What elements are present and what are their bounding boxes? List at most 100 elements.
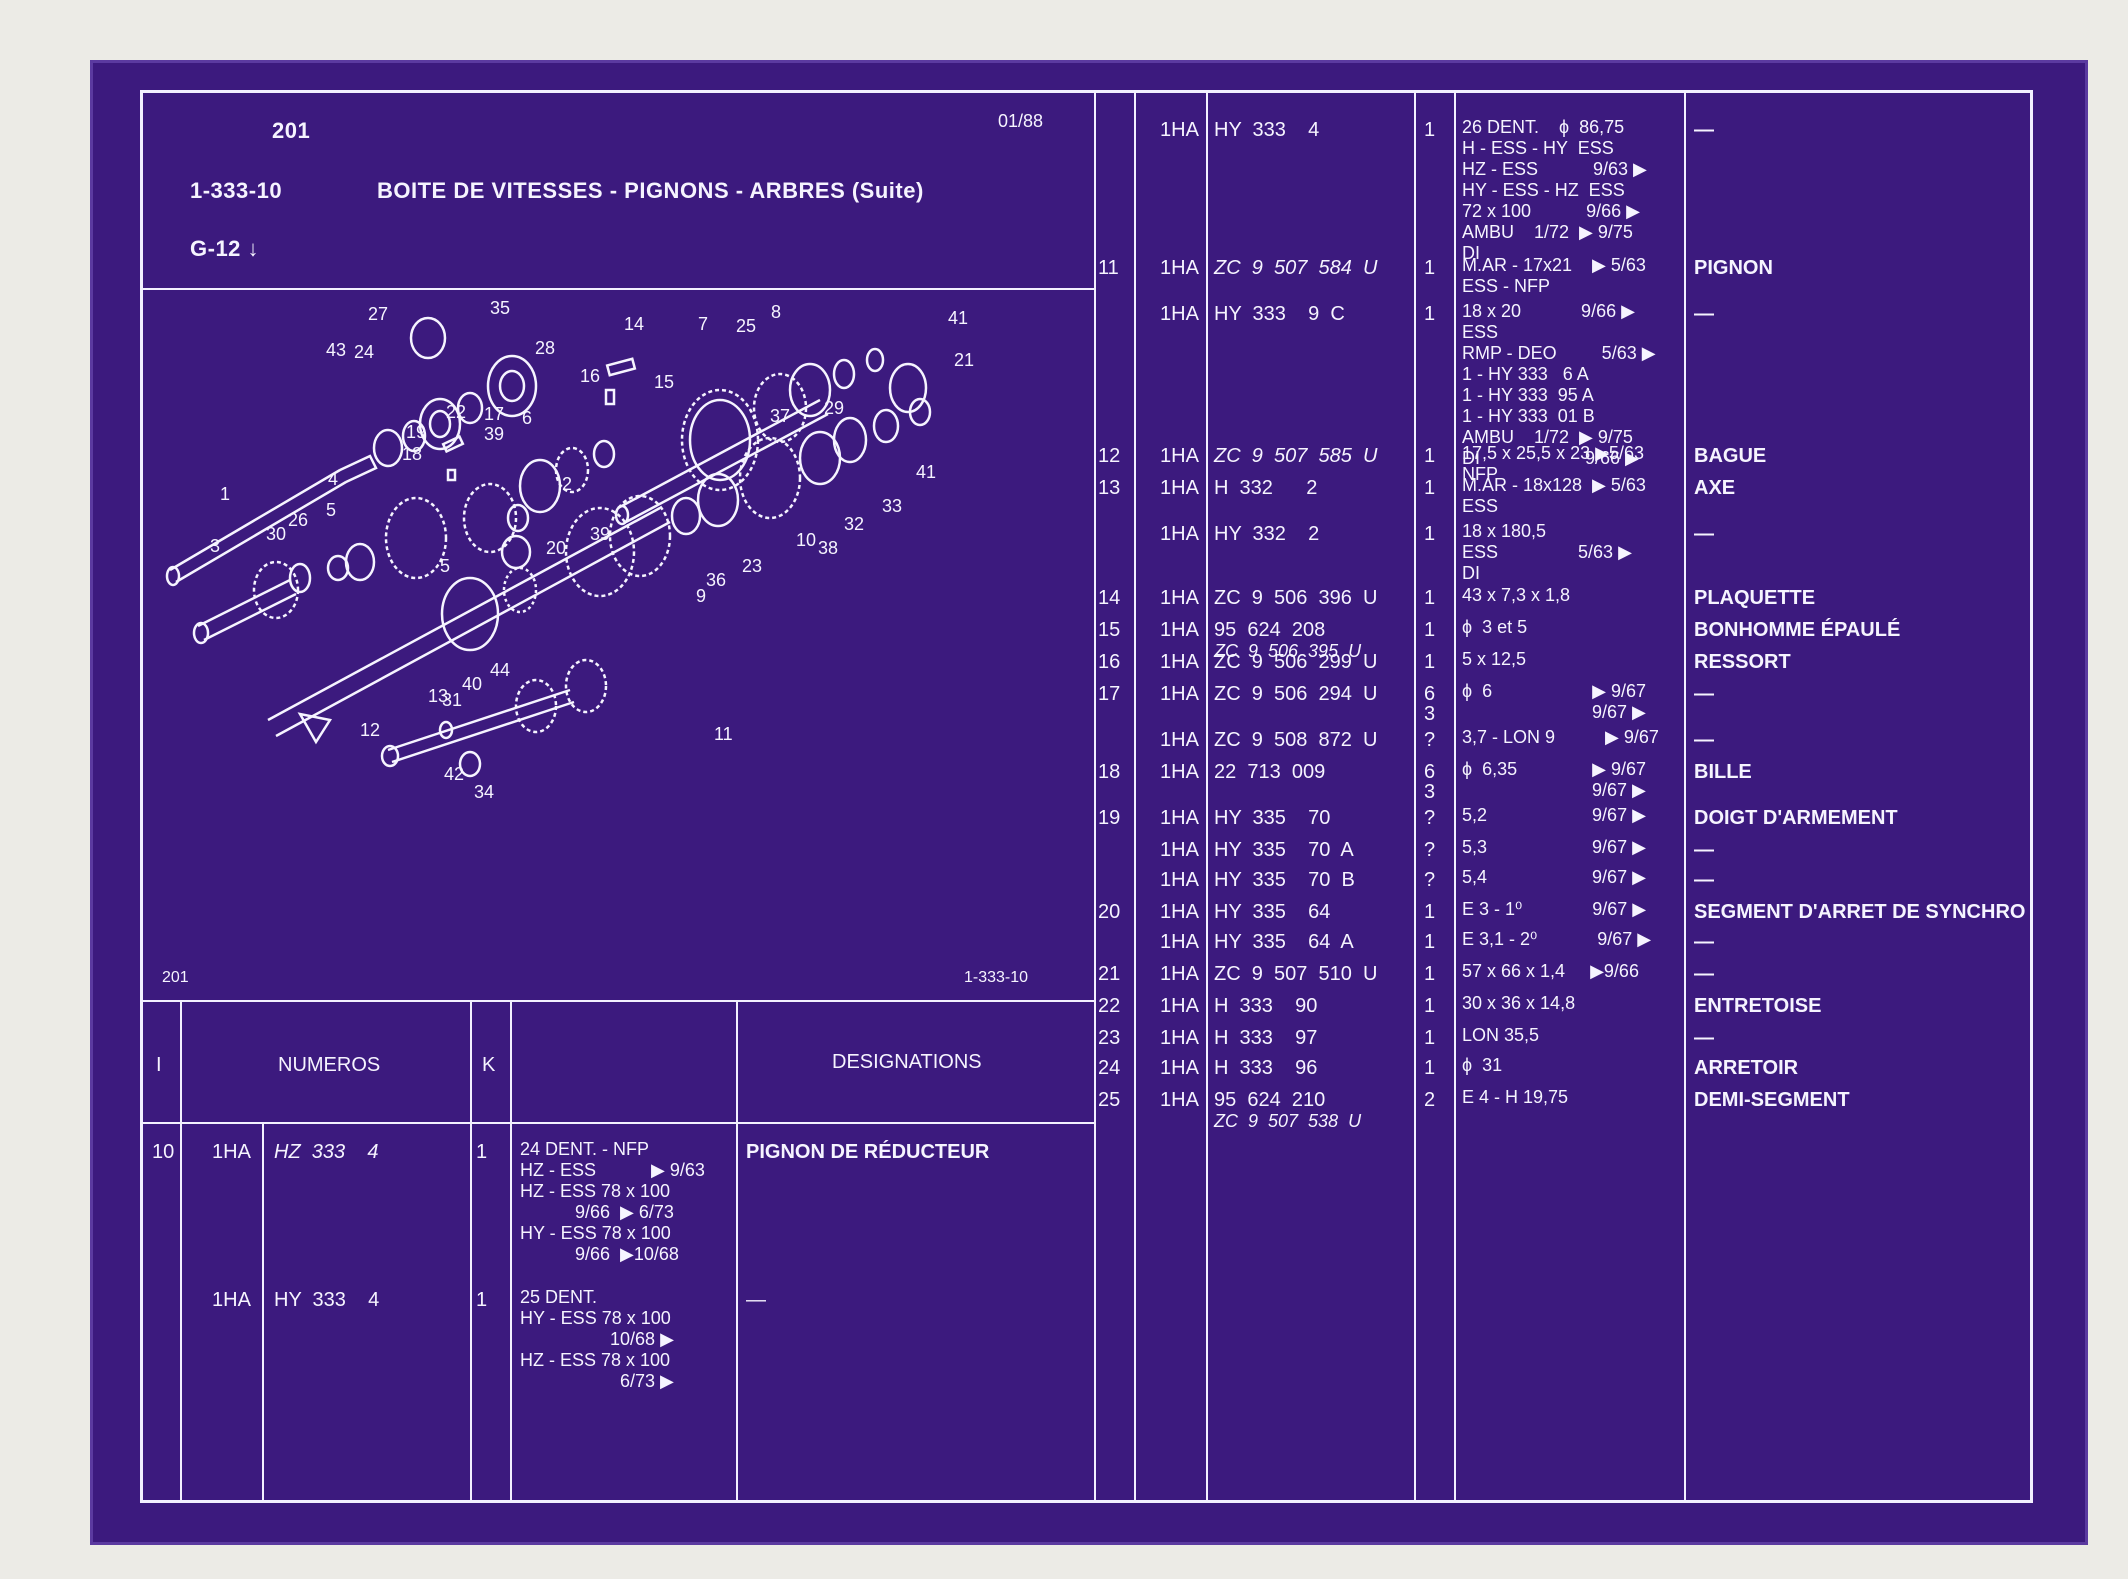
- row-code: 1HA: [1160, 619, 1199, 641]
- row-code: 1HA: [1160, 119, 1199, 141]
- row-description: 5 x 12,5: [1462, 649, 1527, 669]
- row-part-number: HY 333 4: [1214, 119, 1320, 141]
- col-header-k: K: [482, 1054, 496, 1076]
- callout-12: 12: [360, 720, 380, 740]
- row-part-number: ZC 9 507 585 U: [1214, 445, 1378, 467]
- row-index: 15: [1098, 619, 1121, 641]
- row-index: 23: [1098, 1027, 1121, 1049]
- row-index: 25: [1098, 1089, 1121, 1111]
- row-quantity: 1: [1424, 119, 1436, 141]
- row-part-number: ZC 9 508 872 U: [1214, 729, 1378, 751]
- callout-43: 43: [326, 340, 346, 360]
- row-description: 30 x 36 x 14,8: [1462, 993, 1576, 1013]
- row-part-number: ZC 9 506 299 U: [1214, 651, 1378, 673]
- row-designation: RESSORT: [1694, 651, 1791, 673]
- row-quantity: 3: [1424, 703, 1436, 725]
- callout-28: 28: [535, 338, 555, 358]
- callout-40: 40: [462, 674, 482, 694]
- row-code: 1HA: [1160, 651, 1199, 673]
- row-quantity: ?: [1424, 839, 1436, 861]
- row-code: 1HA: [1160, 729, 1199, 751]
- row-quantity: ?: [1424, 869, 1436, 891]
- row-index: 17: [1098, 683, 1121, 705]
- row-part-number: H 333 96: [1214, 1057, 1318, 1079]
- left-col-sep-1: [180, 1000, 182, 1503]
- row-quantity: ?: [1424, 807, 1436, 829]
- row-description: ESS: [1462, 322, 1499, 342]
- row-code: 1HA: [1160, 869, 1199, 891]
- row-description: 9/67 ▶: [1462, 702, 1646, 722]
- header-page-number: 201: [272, 118, 311, 143]
- row-code: 1HA: [1160, 963, 1199, 985]
- row-code: 1HA: [1160, 995, 1199, 1017]
- row-code: 1HA: [1160, 1027, 1199, 1049]
- diagram-page-number: 201: [162, 969, 189, 986]
- row-code: 1HA: [1160, 683, 1199, 705]
- callout-16: 16: [580, 366, 600, 386]
- row-quantity: 1: [1424, 931, 1436, 953]
- left-col-sep-2: [262, 1122, 264, 1503]
- row-quantity: 1: [1424, 901, 1436, 923]
- row-description: LON 35,5: [1462, 1025, 1540, 1045]
- row-code: 1HA: [1160, 807, 1199, 829]
- callout-14: 14: [624, 314, 644, 334]
- row-index: 24: [1098, 1057, 1121, 1079]
- col-header-index: I: [156, 1054, 162, 1076]
- row-description: 57 x 66 x 1,4 ▶9/66: [1462, 961, 1639, 981]
- callout-29: 29: [824, 398, 844, 418]
- col-header-numeros: NUMEROS: [278, 1054, 381, 1076]
- callout-3: 3: [210, 536, 220, 556]
- row-designation: PLAQUETTE: [1694, 587, 1816, 609]
- row-index: 11: [1098, 257, 1119, 279]
- row-description: 72 x 100 9/66 ▶: [1462, 201, 1640, 221]
- callout-18: 18: [402, 444, 422, 464]
- callout-35: 35: [490, 298, 510, 318]
- row-designation: —: [1694, 839, 1714, 861]
- callout-27: 27: [368, 304, 388, 324]
- row-index: 16: [1098, 651, 1121, 673]
- callout-23: 23: [742, 556, 762, 576]
- row-description: ϕ 31: [1462, 1055, 1503, 1075]
- callout-38: 38: [818, 538, 838, 558]
- callout-1: 1: [220, 484, 230, 504]
- row-index: 18: [1098, 761, 1121, 783]
- diagram-ref: 1-333-10: [964, 969, 1028, 986]
- row-description: 26 DENT. ϕ 86,75: [1462, 117, 1625, 137]
- row-part-number: 22 713 009: [1214, 761, 1326, 783]
- row-description: DI: [1462, 243, 1480, 263]
- row-part-number: HY 335 64: [1214, 901, 1331, 923]
- row-designation: BONHOMME ÉPAULÉ: [1694, 619, 1901, 641]
- right-col-sep-3: [1414, 90, 1416, 1503]
- row-code: 1HA: [1160, 523, 1199, 545]
- row-description: 5,2 9/67 ▶: [1462, 805, 1646, 825]
- row-part-number: HY 333 9 C: [1214, 303, 1345, 325]
- callout-44: 44: [490, 660, 510, 680]
- row-description: ϕ 3 et 5: [1462, 617, 1528, 637]
- callout-25: 25: [736, 316, 756, 336]
- row-part-number: H 333 90: [1214, 995, 1318, 1017]
- row-code: 1HA: [1160, 839, 1199, 861]
- row-quantity: 3: [1424, 781, 1436, 803]
- row-part-number: 95 624 210: [1214, 1089, 1326, 1111]
- header-divider: [140, 288, 1094, 290]
- callout-26: 26: [288, 510, 308, 530]
- callout-41b: 41: [916, 462, 936, 482]
- row-quantity: 1: [1424, 587, 1436, 609]
- callout-34: 34: [474, 782, 494, 802]
- row-designation: AXE: [1694, 477, 1736, 499]
- row-quantity: 2: [1424, 1089, 1436, 1111]
- callout-10: 10: [796, 530, 816, 550]
- row-description: AMBU 1/72 ▶ 9/75: [1462, 222, 1633, 242]
- row-part-number: ZC 9 506 396 U: [1214, 587, 1378, 609]
- row-designation: —: [1694, 931, 1714, 953]
- row-quantity: ?: [1424, 729, 1436, 751]
- row-quantity: 1: [1424, 1057, 1436, 1079]
- parts-sheet: 201 01/88 1-333-10 BOITE DE VITESSES - P…: [90, 60, 2088, 1545]
- row-description: 1 - HY 333 6 A: [1462, 364, 1589, 384]
- row-part-number: HY 335 70 A: [1214, 839, 1354, 861]
- row-description: E 3 - 1⁰ 9/67 ▶: [1462, 899, 1647, 919]
- row-part-number: HY 335 70 B: [1214, 869, 1355, 891]
- callout-31: 31: [442, 690, 462, 710]
- row-designation: —: [1694, 683, 1714, 705]
- row-part-number: ZC 9 506 294 U: [1214, 683, 1378, 705]
